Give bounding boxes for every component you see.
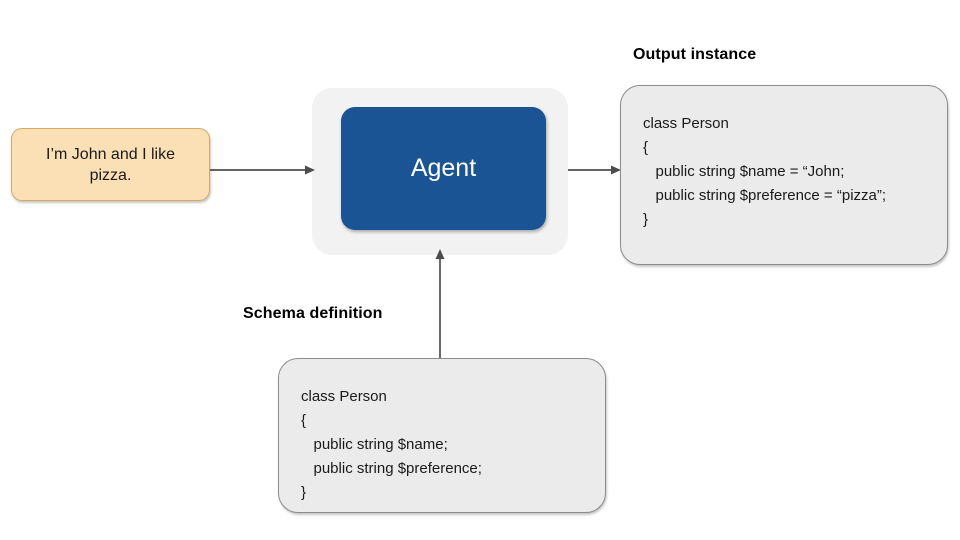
schema-definition-code: class Person { public string $name; publ…	[301, 385, 593, 505]
code-line: public string $preference = “pizza”;	[643, 187, 887, 204]
agent-node: Agent	[341, 107, 546, 230]
arrow-input-to-agent	[210, 165, 315, 175]
schema-definition-heading: Schema definition	[243, 305, 383, 322]
output-instance-box: class Person { public string $name = “Jo…	[620, 85, 948, 265]
code-line: {	[301, 412, 307, 429]
code-line: {	[643, 139, 649, 156]
input-message-box: I’m John and I like pizza.	[11, 128, 210, 201]
schema-definition-box: class Person { public string $name; publ…	[278, 358, 606, 513]
input-message-text: I’m John and I like pizza.	[46, 145, 175, 184]
code-line: }	[643, 211, 649, 228]
code-line: class Person	[301, 388, 387, 405]
code-line: }	[301, 484, 307, 501]
arrow-agent-to-output	[568, 165, 621, 175]
agent-label: Agent	[410, 154, 477, 182]
output-instance-heading: Output instance	[633, 46, 757, 63]
code-line: public string $name = “John;	[643, 163, 845, 180]
code-line: public string $name;	[301, 436, 448, 453]
code-line: class Person	[643, 115, 729, 132]
output-instance-code: class Person { public string $name = “Jo…	[643, 112, 935, 232]
arrow-schema-to-agent	[435, 249, 445, 358]
code-line: public string $preference;	[301, 460, 482, 477]
